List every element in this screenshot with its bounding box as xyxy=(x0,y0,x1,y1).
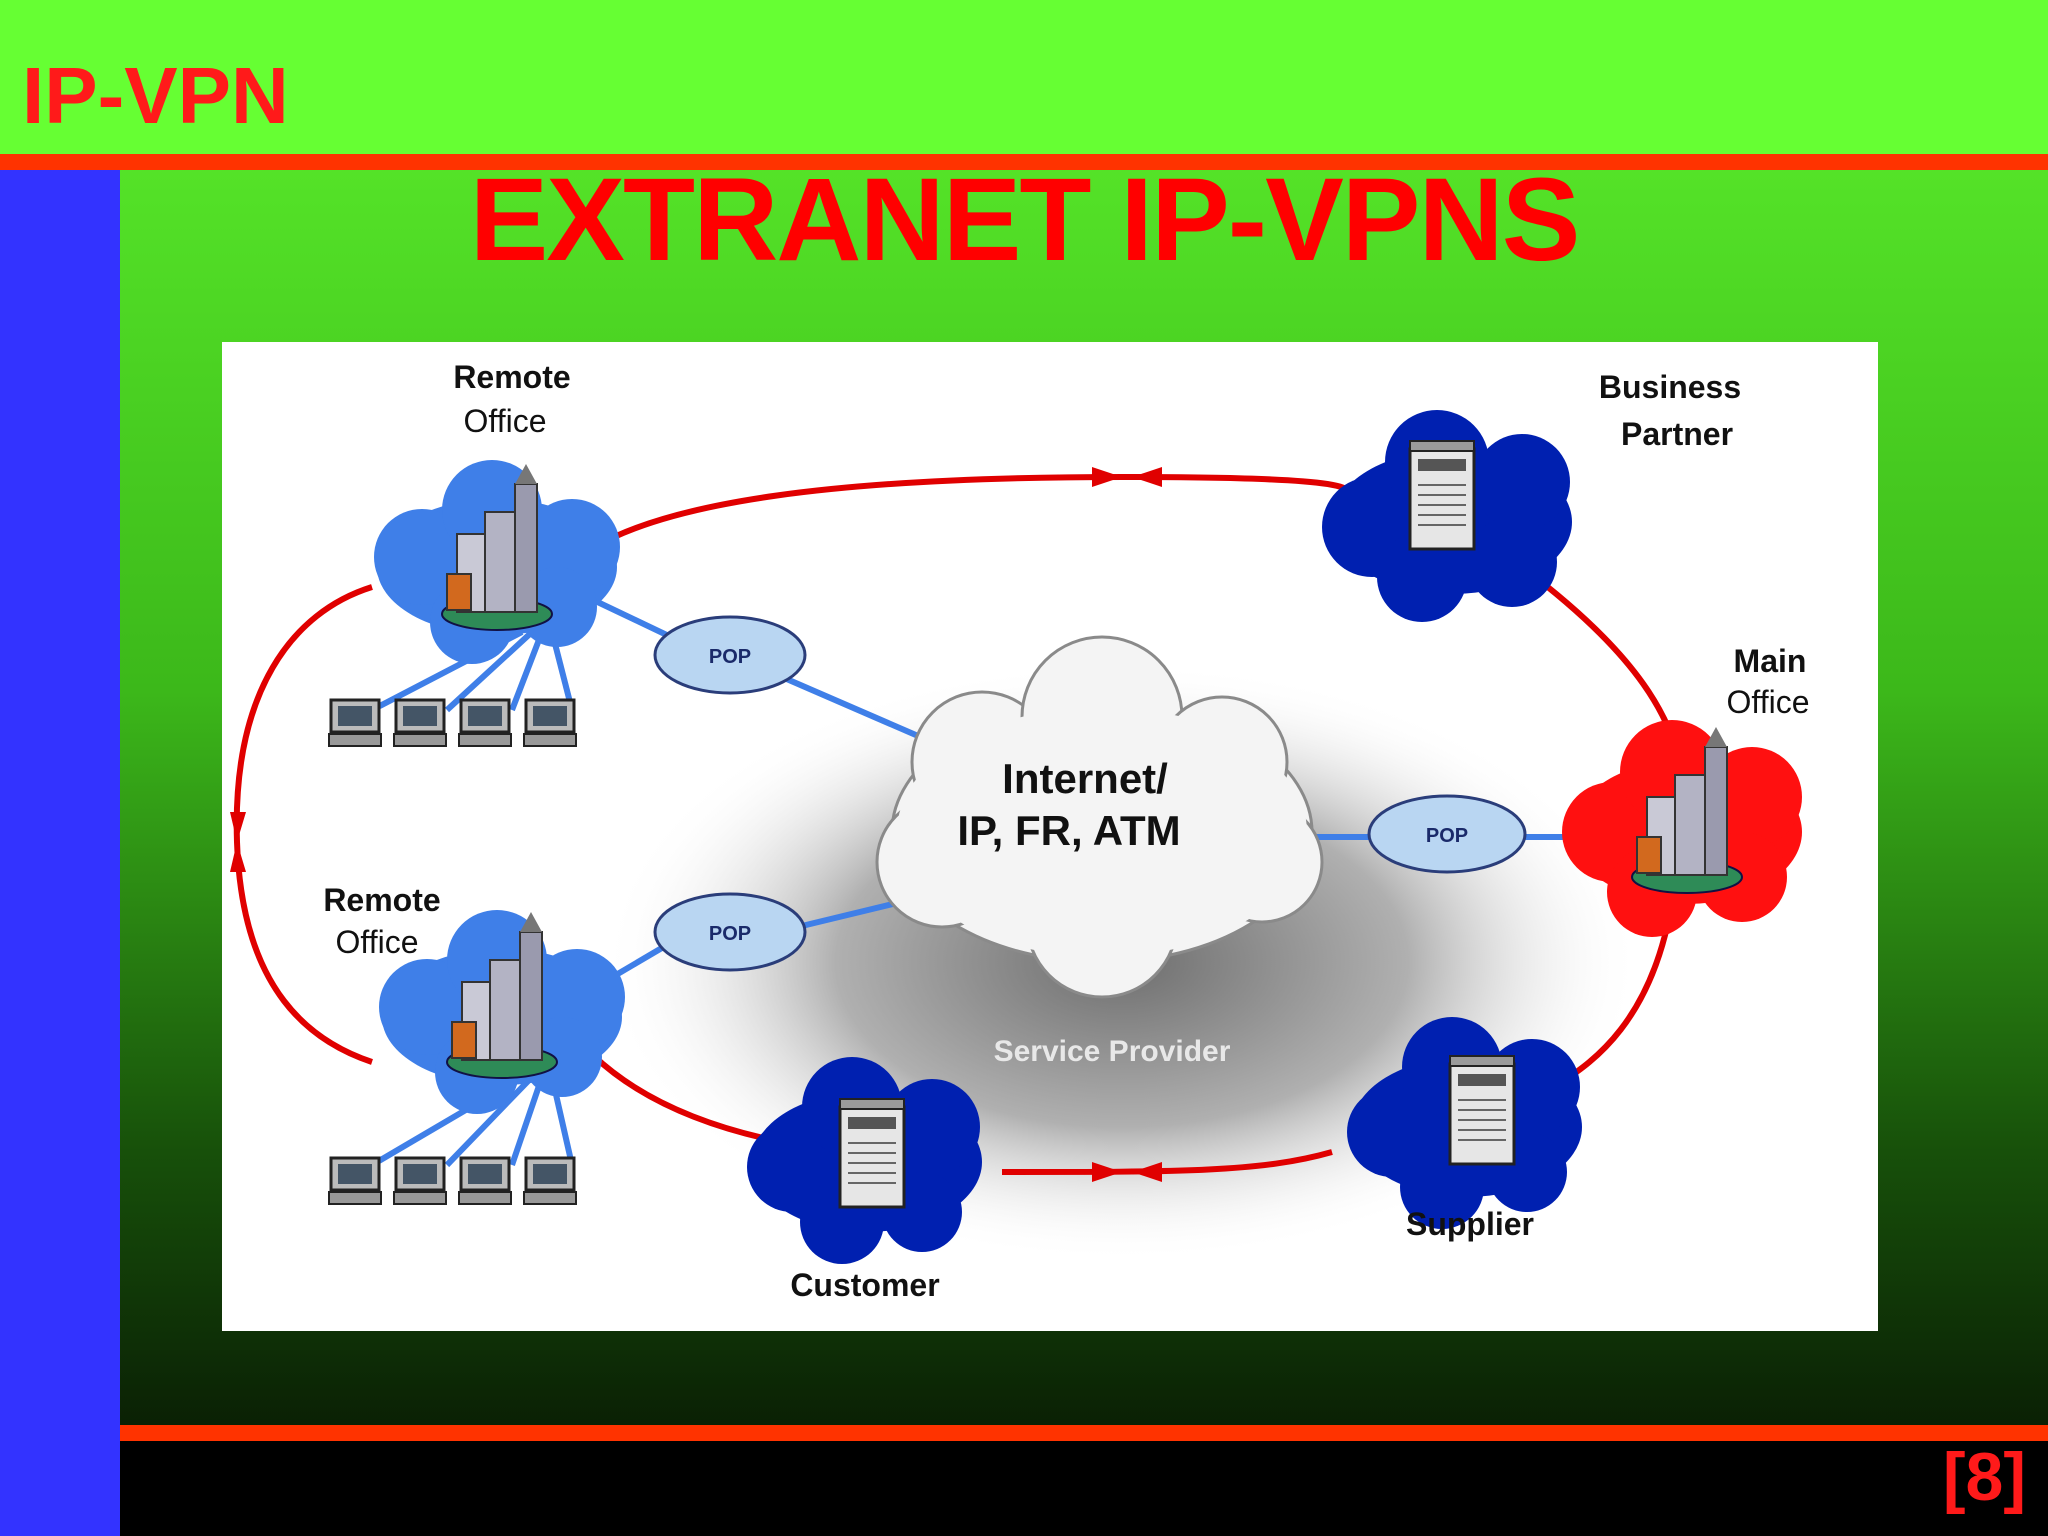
computer-icon xyxy=(457,1156,513,1206)
pop-label: POP xyxy=(709,646,751,668)
remote-office-bottom-label-line2: Office xyxy=(336,924,419,960)
pop-label: POP xyxy=(1426,825,1468,847)
computer-icon xyxy=(522,698,578,748)
arrow-icon xyxy=(230,467,1162,1182)
top-accent-line xyxy=(0,154,2048,170)
computer-icon xyxy=(457,698,513,748)
server-icon xyxy=(838,1097,906,1209)
top-band xyxy=(0,0,2048,156)
bottom-band xyxy=(120,1440,2048,1536)
computer-icon xyxy=(327,698,383,748)
remote-office-top-label-line1: Remote xyxy=(453,359,570,395)
server-icon xyxy=(1448,1054,1516,1166)
computer-icon xyxy=(392,698,448,748)
slide-tag: IP-VPN xyxy=(22,51,289,140)
computer-icon xyxy=(522,1156,578,1206)
customer-label: Customer xyxy=(790,1267,939,1303)
business-partner-label-line2: Partner xyxy=(1621,416,1733,452)
internet-label-line2: IP, FR, ATM xyxy=(957,807,1180,854)
pop-label: POP xyxy=(709,923,751,945)
service-provider-label: Service Provider xyxy=(994,1035,1231,1068)
internet-label-line1: Internet/ xyxy=(1002,755,1168,802)
supplier-label: Supplier xyxy=(1406,1206,1534,1242)
page-number: [8] xyxy=(1942,1439,2026,1515)
computer-icon xyxy=(392,1156,448,1206)
main-office-label-line1: Main xyxy=(1734,643,1807,679)
computer-icon xyxy=(327,1156,383,1206)
main-office-label-line2: Office xyxy=(1727,684,1810,720)
remote-office-top-label-line2: Office xyxy=(464,403,547,439)
business-partner-label-line1: Business xyxy=(1599,369,1741,405)
bottom-accent-line xyxy=(120,1425,2048,1441)
remote-office-bottom-label-line1: Remote xyxy=(323,882,440,918)
pop-cloud-icon xyxy=(653,615,1527,972)
server-icon xyxy=(1408,439,1476,551)
left-bar xyxy=(0,170,120,1536)
slide-title: EXTRANET IP-VPNS xyxy=(469,154,1581,286)
network-diagram: Remote Office Business Partner Main Offi… xyxy=(222,342,1878,1331)
